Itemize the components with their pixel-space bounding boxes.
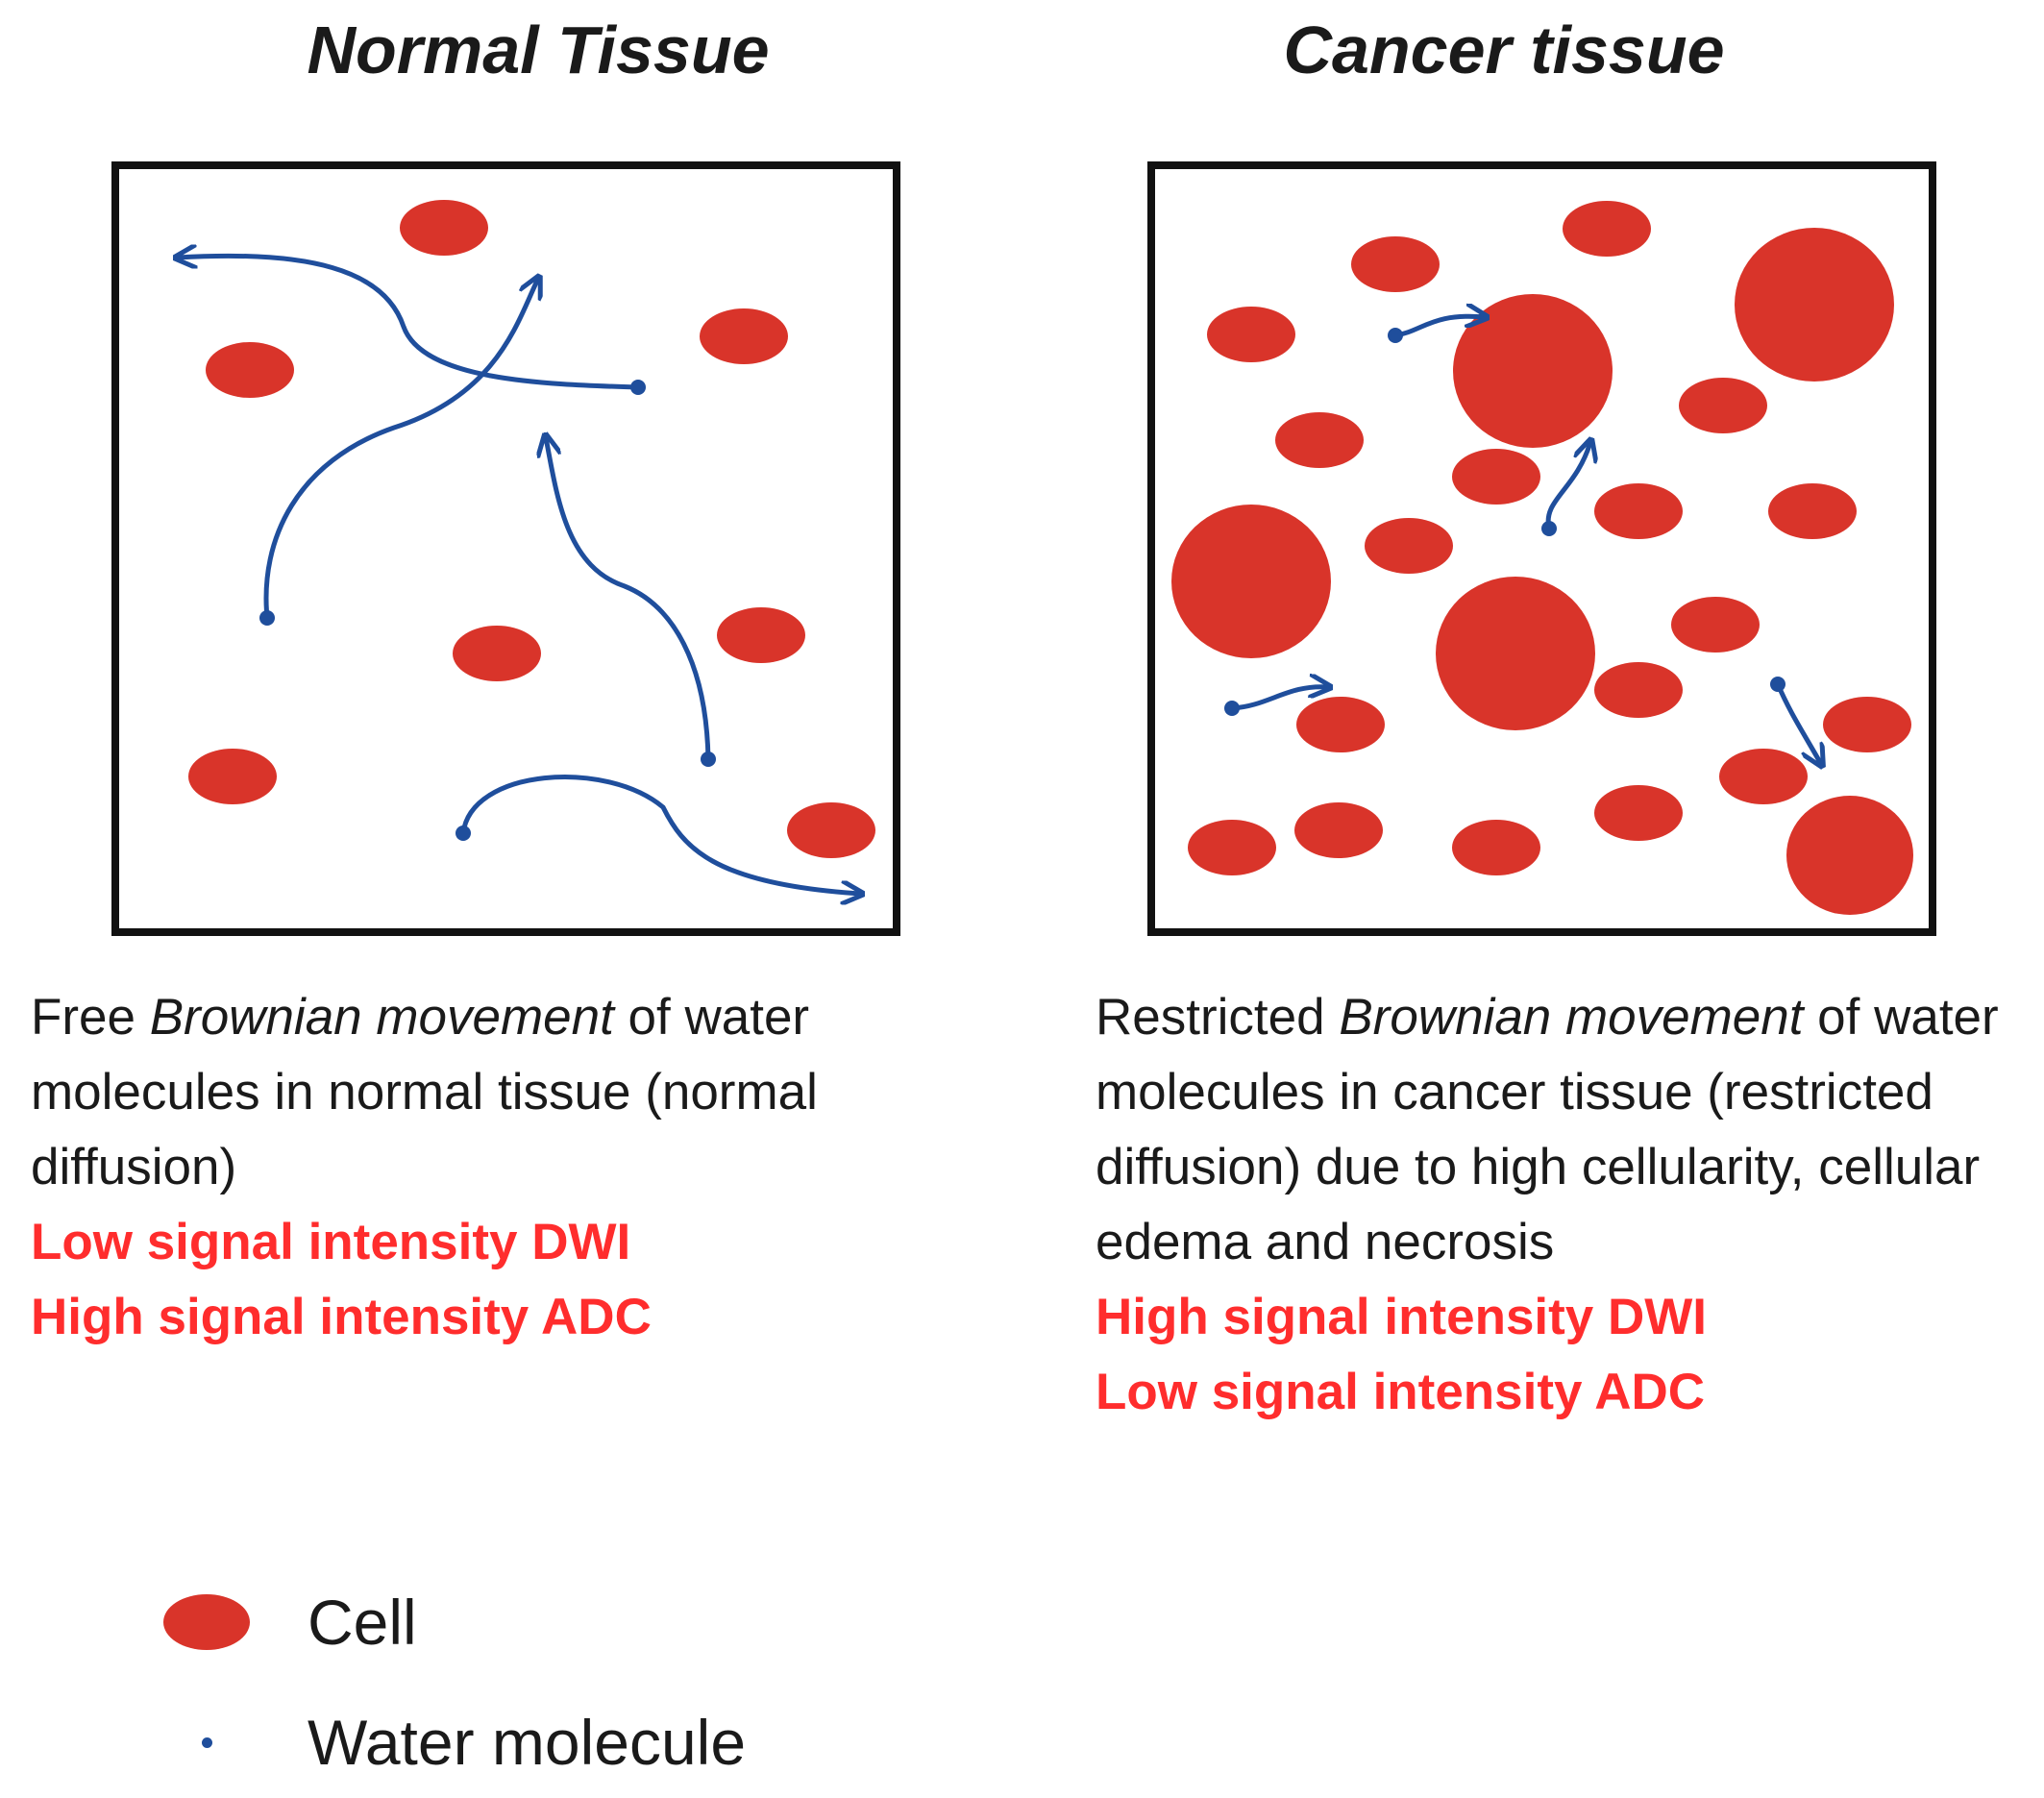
cell xyxy=(1594,483,1683,539)
water-path xyxy=(263,279,538,619)
cell xyxy=(1719,749,1808,804)
legend-cell: Cell xyxy=(163,1586,417,1659)
cell-icon xyxy=(163,1594,250,1650)
water-molecule-dot xyxy=(701,751,716,767)
cancer-tissue-title: Cancer tissue xyxy=(1283,12,1725,87)
cell xyxy=(400,200,488,256)
cell xyxy=(1594,785,1683,841)
large-cell xyxy=(1453,294,1613,448)
cell xyxy=(1671,597,1760,653)
cancer-tissue-description: Restricted Brownian movement of water mo… xyxy=(1096,980,2044,1430)
cell xyxy=(1768,483,1857,539)
description-text: Free Brownian movement of water molecule… xyxy=(31,989,818,1195)
normal-water-paths xyxy=(178,256,860,894)
cell xyxy=(1823,697,1911,752)
diffusion-diagram xyxy=(111,161,1936,936)
cell xyxy=(1188,820,1276,875)
cell xyxy=(1351,236,1440,292)
legend-cell-label: Cell xyxy=(308,1587,417,1658)
cell xyxy=(188,749,277,804)
normal-water-molecules xyxy=(259,380,716,841)
water-molecule-dot xyxy=(259,610,275,626)
cell xyxy=(1275,412,1364,468)
large-cell xyxy=(1436,577,1595,730)
cell xyxy=(1296,697,1385,752)
water-molecule-dot xyxy=(1224,701,1240,716)
legend-water-label: Water molecule xyxy=(308,1707,747,1778)
dwi-signal-line: Low signal intensity DWI xyxy=(31,1214,631,1270)
adc-signal-line: Low signal intensity ADC xyxy=(1096,1364,1706,1420)
normal-cells xyxy=(188,200,875,858)
large-cell xyxy=(1735,228,1894,382)
cancer-water-paths xyxy=(1231,316,1821,764)
cell xyxy=(1679,378,1767,433)
water-path xyxy=(1775,683,1821,764)
cell xyxy=(700,308,788,364)
water-path xyxy=(546,437,711,760)
water-path xyxy=(460,775,860,894)
large-cell xyxy=(1171,505,1331,658)
cell xyxy=(1452,449,1540,505)
normal-tissue-title: Normal Tissue xyxy=(307,12,770,87)
description-text: Restricted Brownian movement of water mo… xyxy=(1096,989,1999,1270)
cell xyxy=(1452,820,1540,875)
water-path xyxy=(178,256,639,390)
cell xyxy=(1594,662,1683,718)
water-molecule-dot xyxy=(456,825,471,841)
cell xyxy=(206,342,294,398)
water-molecule-dot xyxy=(630,380,646,395)
normal-tissue-panel xyxy=(111,161,900,936)
water-path xyxy=(1394,316,1485,338)
water-molecule-icon xyxy=(201,1736,212,1748)
cell xyxy=(717,607,805,663)
legend-water-swatch-wrap xyxy=(163,1736,250,1748)
cell xyxy=(1365,518,1453,574)
water-path xyxy=(1231,687,1328,711)
water-molecule-dot xyxy=(1541,521,1557,536)
dwi-signal-line: High signal intensity DWI xyxy=(1096,1289,1708,1345)
cancer-tissue-panel xyxy=(1147,161,1936,936)
adc-signal-line: High signal intensity ADC xyxy=(31,1289,652,1345)
cell xyxy=(453,626,541,681)
water-path xyxy=(1545,442,1590,530)
cancer-tissue-box xyxy=(1147,161,1936,936)
cell xyxy=(1563,201,1651,257)
legend-cell-swatch-wrap xyxy=(163,1594,250,1650)
cell xyxy=(1207,307,1295,362)
water-molecule-dot xyxy=(1388,328,1403,343)
cell xyxy=(1294,802,1383,858)
normal-tissue-description: Free Brownian movement of water molecule… xyxy=(31,980,1030,1355)
normal-tissue-box xyxy=(111,161,900,936)
large-cell xyxy=(1786,796,1913,915)
cancer-water-molecules xyxy=(1224,328,1785,716)
cancer-cells xyxy=(1171,201,1913,915)
cell xyxy=(787,802,875,858)
water-molecule-dot xyxy=(1770,677,1785,692)
legend-water-molecule: Water molecule xyxy=(163,1706,746,1779)
